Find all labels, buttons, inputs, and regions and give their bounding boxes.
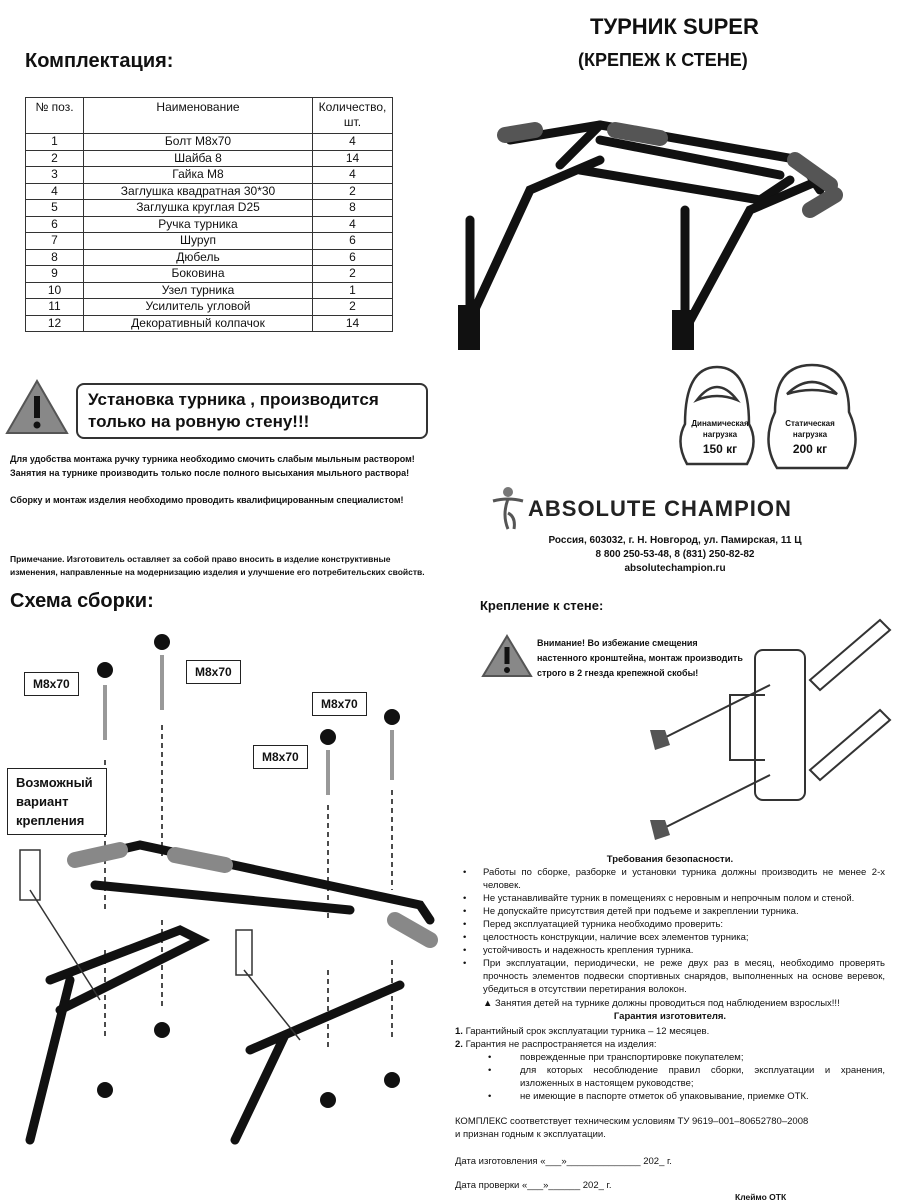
table-cell: Ручка турника <box>83 215 313 233</box>
table-cell: 4 <box>312 215 393 233</box>
table-cell: 6 <box>312 232 393 250</box>
children-warning: ▲ Занятия детей на турнике должны провод… <box>483 998 840 1009</box>
safety-item: целостность конструкции, наличие всех эл… <box>455 931 885 944</box>
kit-heading: Комплектация: <box>25 50 174 72</box>
page-subtitle: (КРЕПЕЖ К СТЕНЕ) <box>578 50 748 70</box>
col-header: № поз. <box>25 97 84 134</box>
brand-site: absolutechampion.ru <box>624 563 726 574</box>
col-header: Количество, шт. <box>312 97 393 134</box>
table-cell: Декоративный колпачок <box>83 314 313 332</box>
brand-name: ABSOLUTE CHAMPION <box>528 496 792 521</box>
table-cell: 8 <box>312 199 393 217</box>
table-cell: 4 <box>312 166 393 184</box>
table-cell: 9 <box>25 265 84 283</box>
safety-item: Не устанавливайте турник в помещениях с … <box>455 892 885 905</box>
wall-heading: Крепление к стене: <box>480 598 604 613</box>
table-cell: 12 <box>25 314 84 332</box>
table-cell: 14 <box>312 149 393 167</box>
table-cell: 1 <box>25 133 84 151</box>
safety-section: Требования безопасности. Работы по сборк… <box>455 853 885 1204</box>
warranty-item: для которых несоблюдение правил сборки, … <box>480 1064 885 1090</box>
table-cell: 2 <box>312 298 393 316</box>
warning-icon <box>5 378 69 434</box>
main-warning: Установка турника , производится только … <box>76 383 428 439</box>
table-cell: Шуруп <box>83 232 313 250</box>
notes: Для удобства монтажа ручку турника необх… <box>10 454 415 505</box>
table-cell: Заглушка круглая D25 <box>83 199 313 217</box>
safety-item: устойчивость и надежность крепления турн… <box>455 944 885 957</box>
page-title: ТУРНИК SUPER <box>590 14 759 39</box>
safety-item: Работы по сборке, разборке и установки т… <box>455 866 885 892</box>
table-cell: 11 <box>25 298 84 316</box>
wall-warning: Внимание! Во избежание смещения настенно… <box>537 638 743 678</box>
table-cell: 14 <box>312 314 393 332</box>
brand-logo-icon <box>492 487 524 530</box>
date-check: Дата проверки «___»______ 202_ г. <box>455 1180 612 1191</box>
otk-stamp: Клеймо ОТК <box>735 1192 787 1202</box>
bolt-callout: M8x70 <box>186 660 241 684</box>
safety-item: Не допускайте присутствия детей при подъ… <box>455 905 885 918</box>
bolt-callout: M8x70 <box>24 672 79 696</box>
wall-mount-illustration <box>650 618 892 840</box>
table-cell: 1 <box>312 281 393 299</box>
table-cell: 4 <box>312 133 393 151</box>
warranty-item: не имеющие в паспорте отметок об упаковы… <box>480 1090 885 1103</box>
table-cell: Болт M8x70 <box>83 133 313 151</box>
table-cell: Заглушка квадратная 30*30 <box>83 182 313 200</box>
remark: Примечание. Изготовитель оставляет за со… <box>10 554 425 577</box>
table-cell: 2 <box>312 265 393 283</box>
bolt-callout: M8x70 <box>312 692 367 716</box>
table-cell: 6 <box>312 248 393 266</box>
kettlebell-icons <box>679 363 857 470</box>
table-cell: 3 <box>25 166 84 184</box>
variant-callout: Возможный вариант крепления <box>7 768 107 835</box>
table-cell: 6 <box>25 215 84 233</box>
table-cell: 8 <box>25 248 84 266</box>
safety-item: При эксплуатации, периодически, не реже … <box>455 957 885 996</box>
table-cell: 7 <box>25 232 84 250</box>
assembly-illustration <box>19 634 438 1145</box>
table-cell: Шайба 8 <box>83 149 313 167</box>
brand-contacts: Россия, 603032, г. Н. Новгород, ул. Пами… <box>500 534 850 576</box>
table-cell: 5 <box>25 199 84 217</box>
table-cell: Гайка M8 <box>83 166 313 184</box>
table-cell: 2 <box>312 182 393 200</box>
col-header: Наименование <box>83 97 313 134</box>
safety-item: Перед эксплуатацией турника необходимо п… <box>455 918 885 931</box>
table-cell: Дюбель <box>83 248 313 266</box>
warning-icon <box>481 634 533 677</box>
bolt-callout: M8x70 <box>253 745 308 769</box>
assembly-heading: Схема сборки: <box>10 590 154 612</box>
table-cell: 2 <box>25 149 84 167</box>
pullup-bar-illustration <box>458 120 843 350</box>
table-cell: 10 <box>25 281 84 299</box>
table-cell: Узел турника <box>83 281 313 299</box>
table-cell: Усилитель угловой <box>83 298 313 316</box>
date-made: Дата изготовления «___»______________ 20… <box>455 1156 672 1167</box>
warranty-item: поврежденные при транспортировке покупат… <box>480 1051 885 1064</box>
table-cell: Боковина <box>83 265 313 283</box>
table-cell: 4 <box>25 182 84 200</box>
